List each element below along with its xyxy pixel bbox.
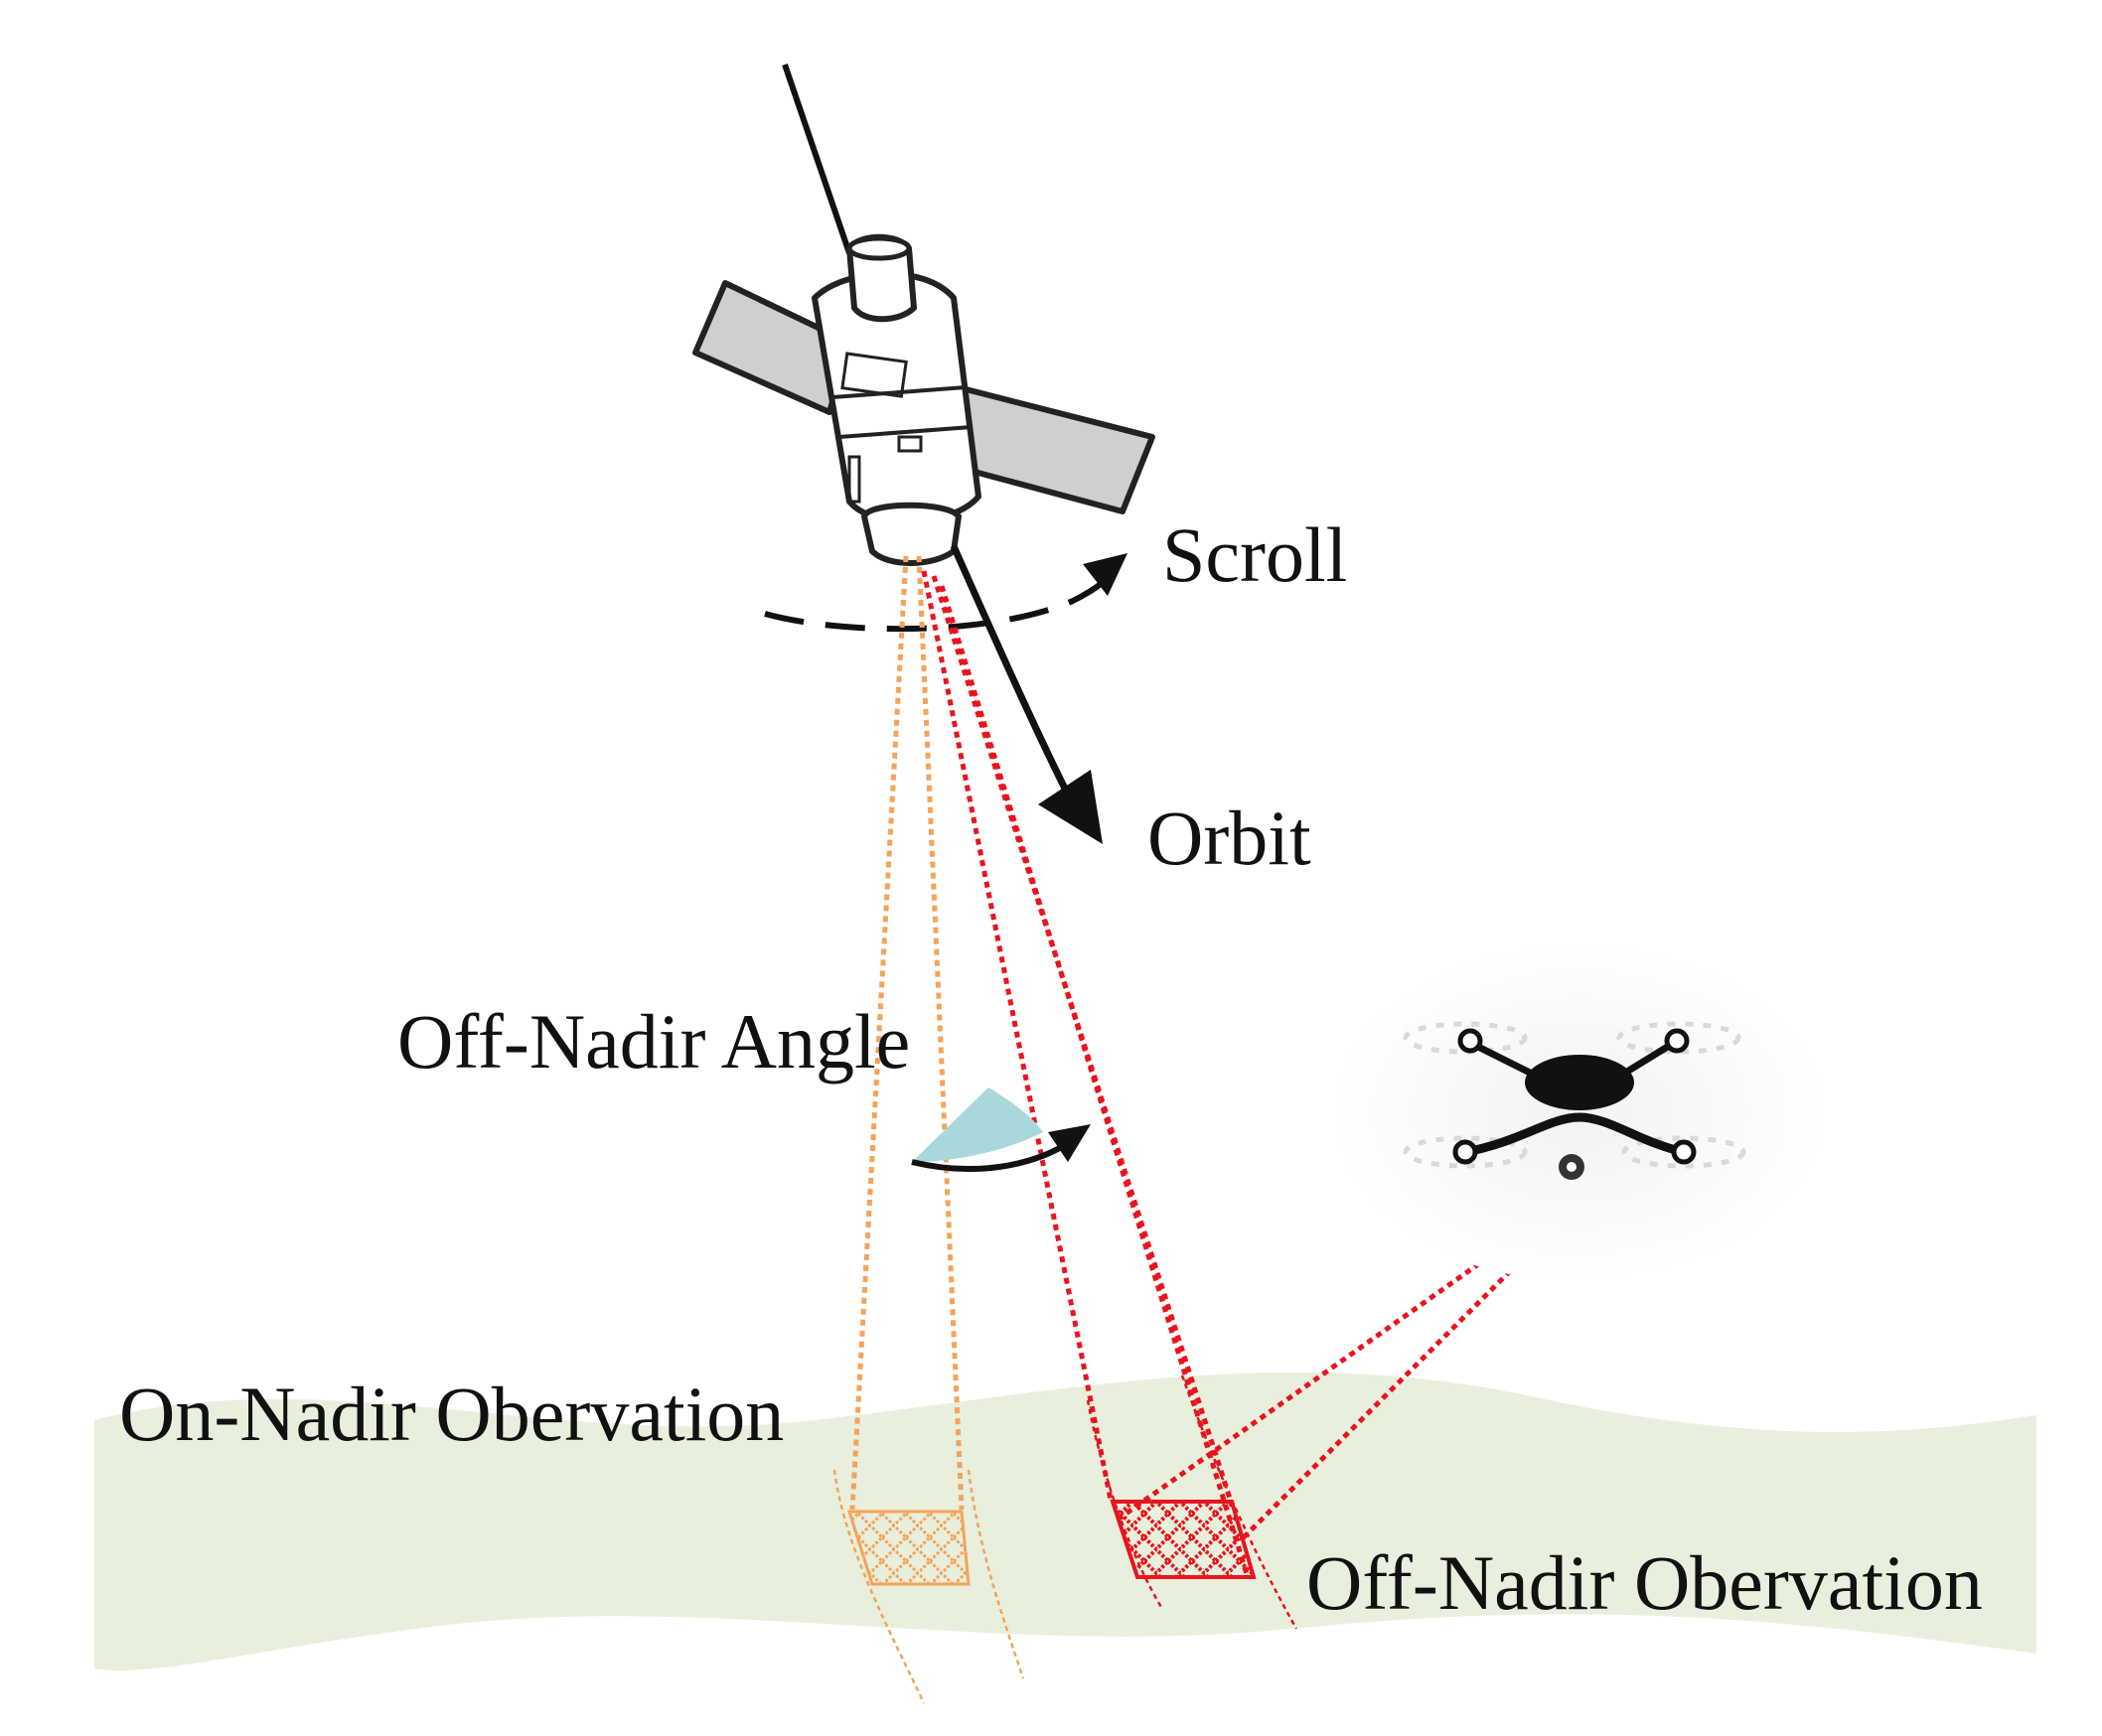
on-nadir-track	[832, 1469, 1025, 1704]
scroll-label: Scroll	[1162, 511, 1348, 598]
off-nadir-angle-wedge	[912, 1087, 1043, 1162]
off-nadir-angle-label: Off-Nadir Angle	[397, 998, 911, 1085]
ground-area	[94, 1372, 2036, 1670]
off-nadir-observation-label: Off-Nadir Obervation	[1306, 1539, 1983, 1626]
orbit-label: Orbit	[1147, 795, 1311, 881]
off-nadir-angle-arrowhead	[1048, 1124, 1091, 1162]
on-nadir-observation-label: On-Nadir Obervation	[119, 1371, 785, 1457]
satellite-icon	[692, 233, 1155, 566]
quadcopter-drone-icon	[1331, 943, 1828, 1281]
scroll-arrowhead	[1083, 553, 1127, 596]
off-nadir-angle-arrow	[911, 1137, 1075, 1172]
scroll-arrow	[764, 564, 1121, 633]
satellite-antenna	[782, 64, 852, 254]
off-nadir-footprint	[1110, 1500, 1257, 1579]
orbit-arrowhead	[1038, 770, 1103, 844]
on-nadir-footprint	[846, 1510, 971, 1586]
orbit-arrow	[950, 544, 1072, 796]
off-nadir-beam	[921, 570, 1250, 1575]
